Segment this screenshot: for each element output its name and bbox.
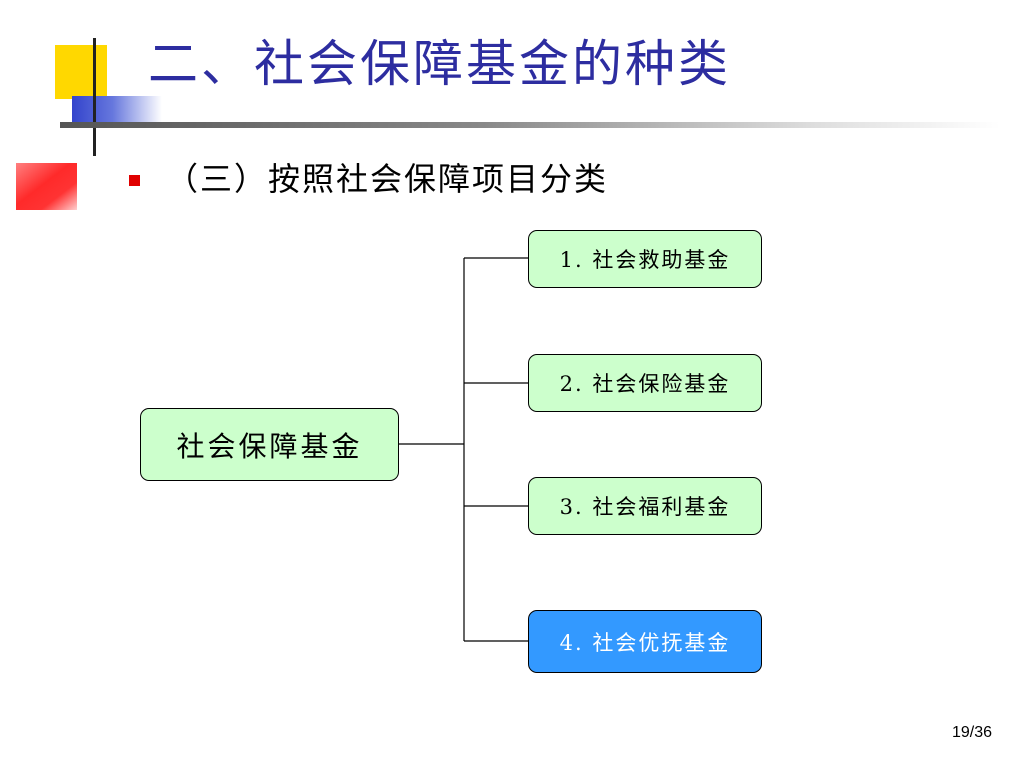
bullet-square-icon xyxy=(129,175,140,186)
title-underline xyxy=(60,122,1000,128)
root-node: 社会保障基金 xyxy=(140,408,399,481)
child-node-2: 2. 社会保险基金 xyxy=(528,354,762,412)
page-number: 19/36 xyxy=(951,724,992,741)
slide-title: 二、社会保障基金的种类 xyxy=(148,35,731,93)
child-node-1: 1. 社会救助基金 xyxy=(528,230,762,288)
child-node-3: 3. 社会福利基金 xyxy=(528,477,762,535)
deco-blue-gradient xyxy=(72,96,162,122)
deco-red-gradient xyxy=(16,163,77,210)
deco-vertical-line xyxy=(93,38,96,156)
child-node-4: 4. 社会优抚基金 xyxy=(528,610,762,673)
bullet-text: （三）按照社会保障项目分类 xyxy=(166,160,609,198)
deco-yellow-square xyxy=(55,45,107,99)
